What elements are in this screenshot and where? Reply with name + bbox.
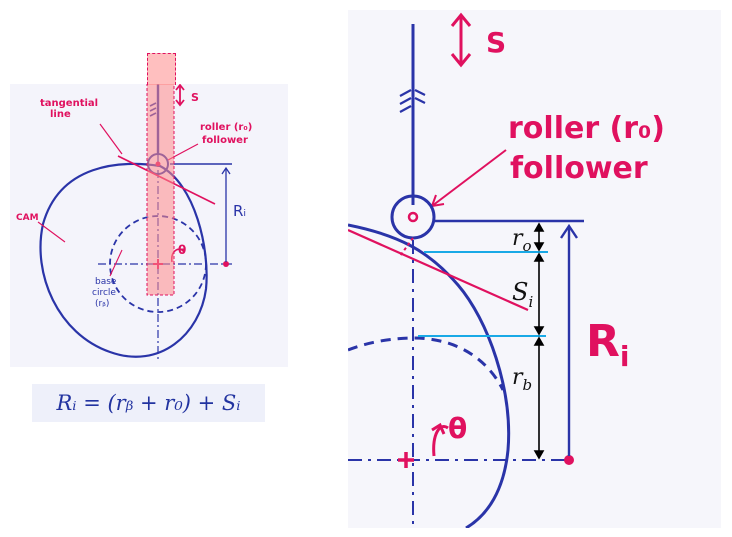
left-sketch-drawing: S Rᵢ θ tangential line (16, 84, 252, 359)
guide-marks (399, 89, 426, 113)
roller-center (407, 211, 419, 223)
ro-label-main: r (512, 226, 524, 251)
tangential-line-label: tangential line (40, 98, 102, 120)
radius-end-dot (223, 261, 229, 267)
cam-profile (348, 223, 511, 528)
formula: Rᵢ = (rᵦ + r₀) + Sᵢ (32, 384, 265, 422)
cam-leader (37, 221, 66, 243)
ri-label: Rᵢ (233, 202, 246, 220)
theta-label: θ (448, 412, 467, 445)
highlight-strip-top (147, 53, 176, 85)
stroke-arrow (450, 12, 472, 68)
roller-label: roller (r₀) (200, 122, 252, 133)
base-circle-label: base circle (rᵦ) (92, 277, 119, 309)
follower-label: follower (510, 151, 648, 186)
ri-label-sub: i (620, 340, 630, 373)
cam-profile (39, 162, 208, 358)
left-sketch-panel: S Rᵢ θ tangential line (10, 84, 288, 367)
follower-highlight-strip (146, 84, 175, 296)
tangential-line (348, 228, 529, 312)
theta-label: θ (178, 243, 186, 257)
si-label-sub: i (528, 293, 533, 311)
right-sketch-panel: S roller (r₀) follower (348, 10, 721, 528)
ro-label: ro (512, 226, 532, 255)
ri-dimension (221, 166, 231, 262)
rb-dimension (533, 336, 545, 460)
base-circle-label-l2: circle (92, 288, 116, 298)
follower-label: follower (202, 135, 248, 146)
ri-label: Ri (586, 316, 630, 373)
ri-dimension (560, 223, 578, 456)
roller-leader (431, 149, 507, 207)
base-circle-label-l3: (rᵦ) (95, 299, 109, 309)
si-label-main: S (512, 278, 528, 306)
cam-label: CAM (16, 213, 39, 223)
stroke-label: S (191, 91, 199, 104)
right-sketch-drawing: S roller (r₀) follower (348, 12, 665, 528)
ri-label-main: R (586, 316, 620, 367)
stroke-label: S (486, 26, 506, 59)
ro-dimension (533, 222, 545, 252)
tangential-line-label-l1: tangential (40, 98, 98, 109)
theta-arrow (432, 425, 449, 457)
ro-label-sub: o (523, 237, 532, 255)
tangential-line-leader (99, 123, 123, 155)
tangential-line-label-l2: line (50, 109, 71, 120)
stroke-arrow (175, 84, 185, 107)
cam-center-mark (398, 452, 414, 468)
rb-label-sub: b (523, 376, 533, 394)
si-label: Si (512, 278, 533, 311)
si-dimension (533, 252, 545, 336)
contact-normal (399, 237, 414, 257)
rb-label-main: r (512, 365, 524, 390)
rb-label: rb (512, 365, 532, 394)
theta-arrowhead (431, 422, 446, 435)
roller-label: roller (r₀) (508, 111, 665, 146)
base-circle-label-l1: base (95, 277, 117, 287)
roller-leader-arrowhead (431, 194, 445, 207)
base-circle (348, 336, 505, 391)
base-circle-leader (109, 249, 123, 277)
radius-end-dot (564, 455, 574, 465)
